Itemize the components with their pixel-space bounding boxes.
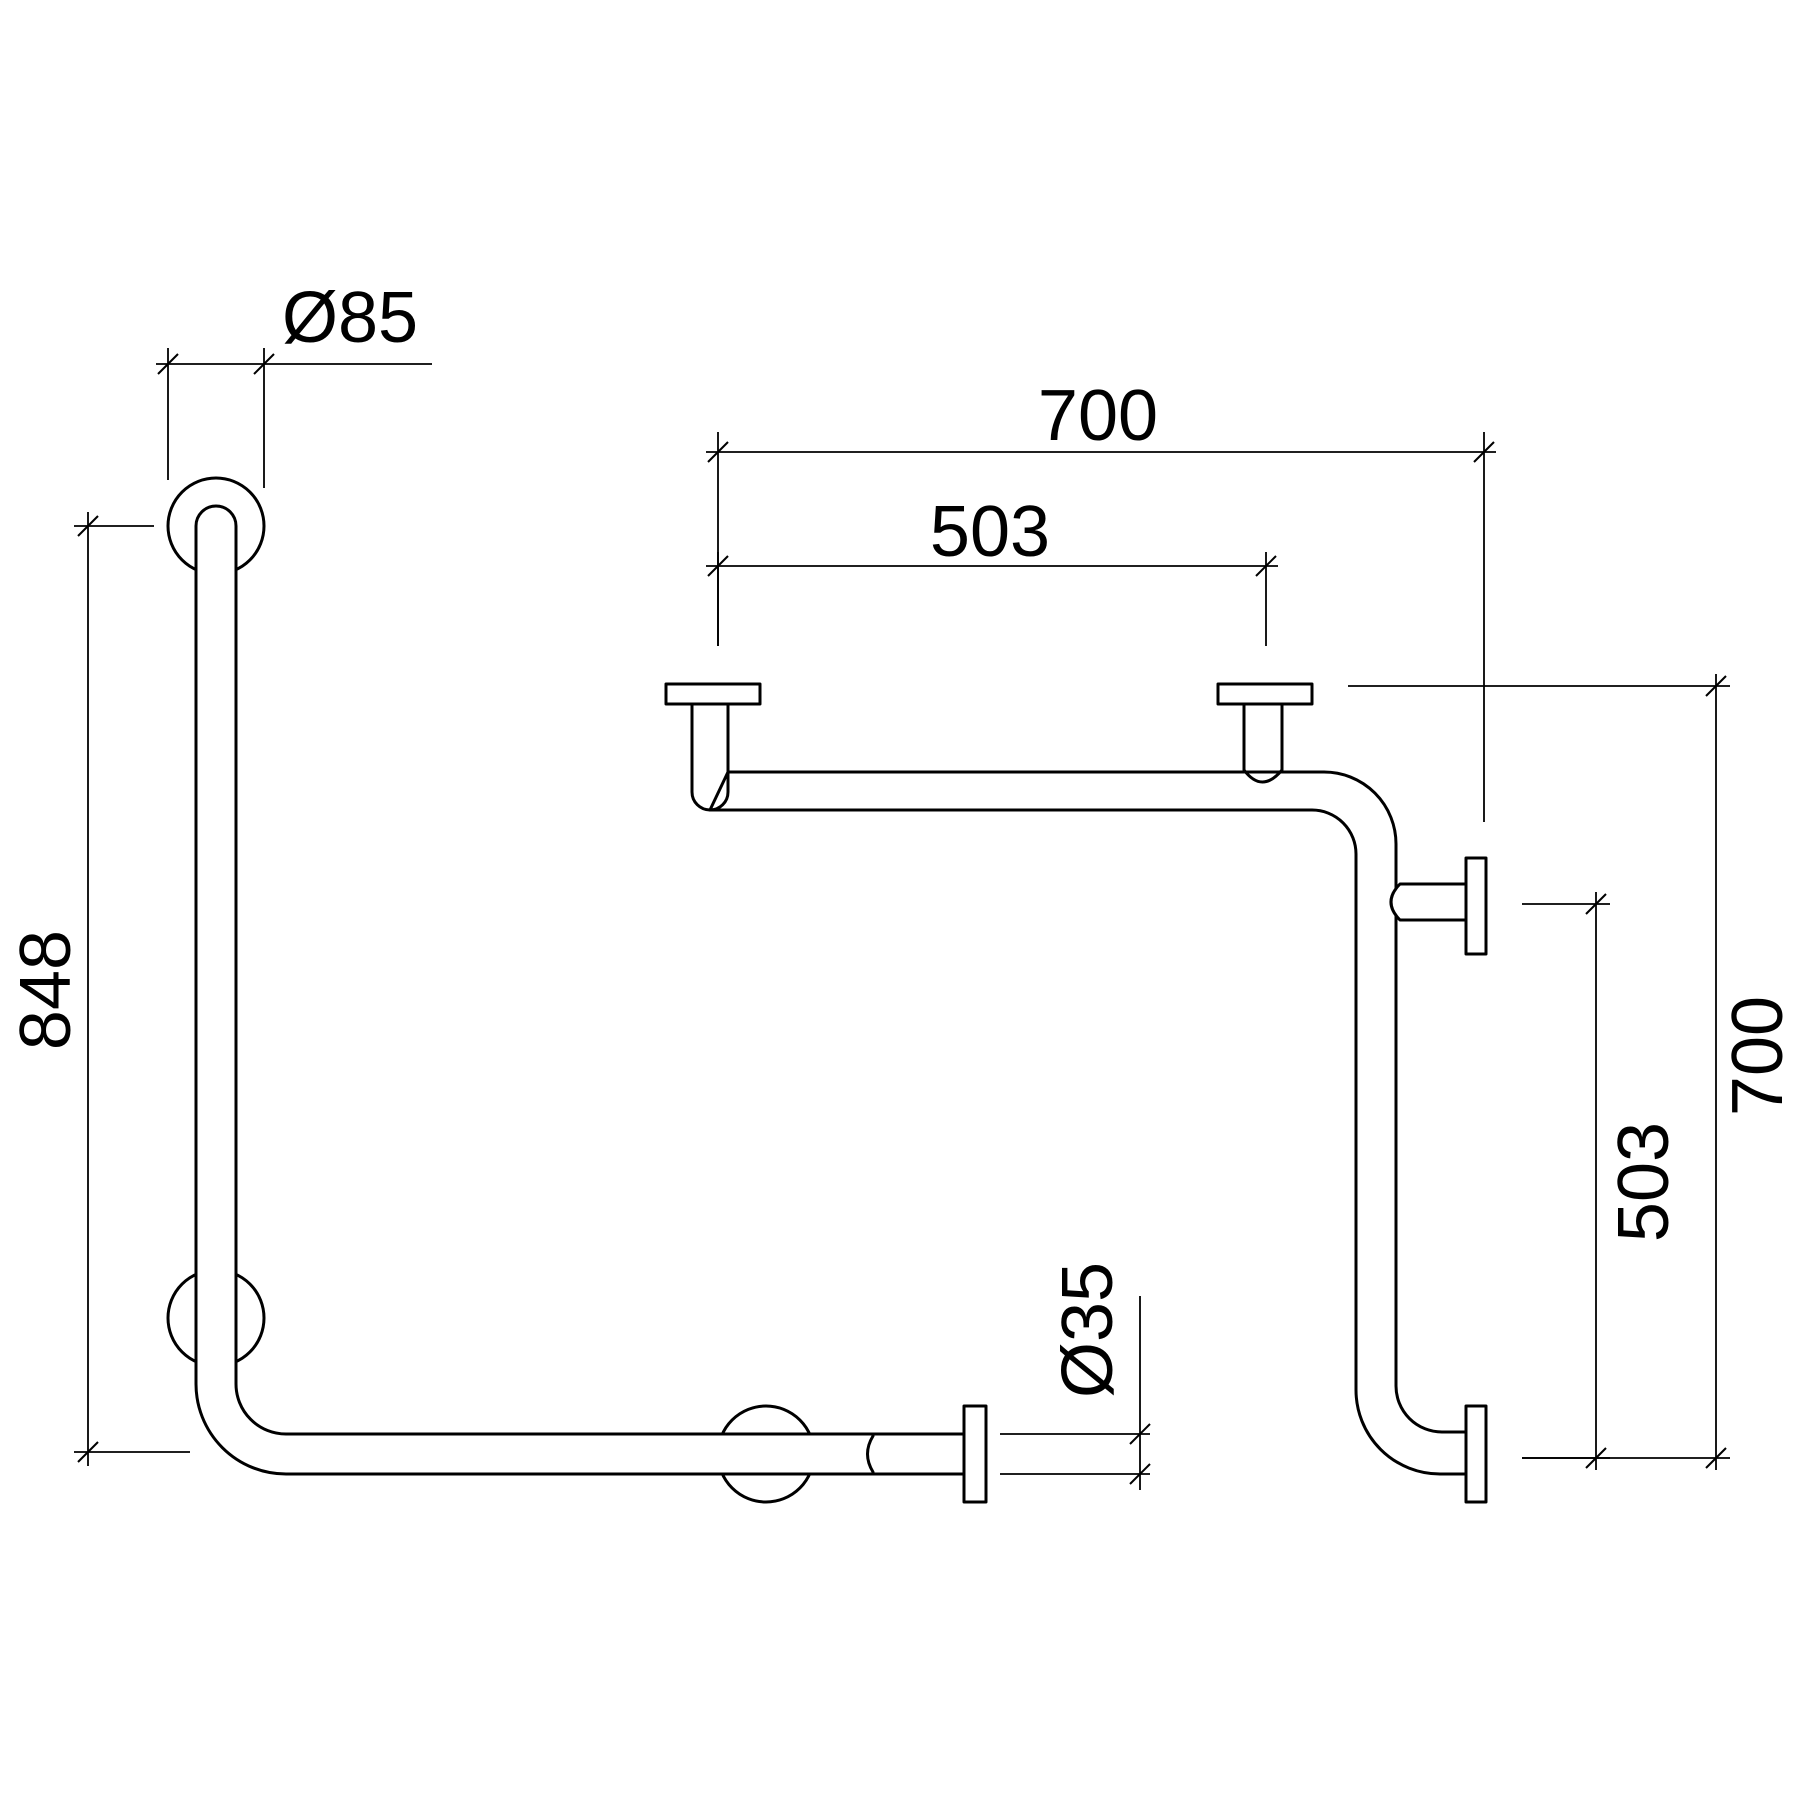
right-side-plate-2 [1464,1404,1488,1504]
label-diameter-85: Ø85 [282,278,418,358]
dimension-height-848: 848 [6,512,190,1466]
label-height-848: 848 [6,930,86,1050]
dimension-height-700: 700 [1348,674,1798,1470]
right-grab-bar [664,682,1488,1504]
dimension-height-503: 503 [1522,892,1684,1470]
right-top-plate-2 [1216,682,1314,706]
label-width-503: 503 [930,492,1050,572]
left-tube-end-mark [866,1434,875,1474]
left-end-plate [962,1404,988,1504]
right-tube [726,770,1468,1434]
dimension-diameter-85: Ø85 [156,278,432,488]
label-height-503: 503 [1604,1122,1684,1242]
right-standoff-1 [690,702,730,812]
left-tube [194,504,966,1476]
right-side-plate-1 [1464,856,1488,956]
dimension-diameter-35: Ø35 [1000,1262,1151,1490]
right-side-standoff [1389,882,1468,922]
right-top-plate-1 [664,682,762,706]
label-height-700: 700 [1718,996,1798,1116]
dimension-width-700: 700 [706,376,1496,822]
right-tube-left-end [708,770,730,812]
right-tube-inner [708,808,1468,1476]
dimension-width-503: 503 [706,492,1278,646]
right-standoff-2 [1242,702,1284,784]
label-diameter-35: Ø35 [1048,1262,1128,1398]
label-width-700: 700 [1038,376,1158,456]
left-grab-bar [166,476,988,1504]
